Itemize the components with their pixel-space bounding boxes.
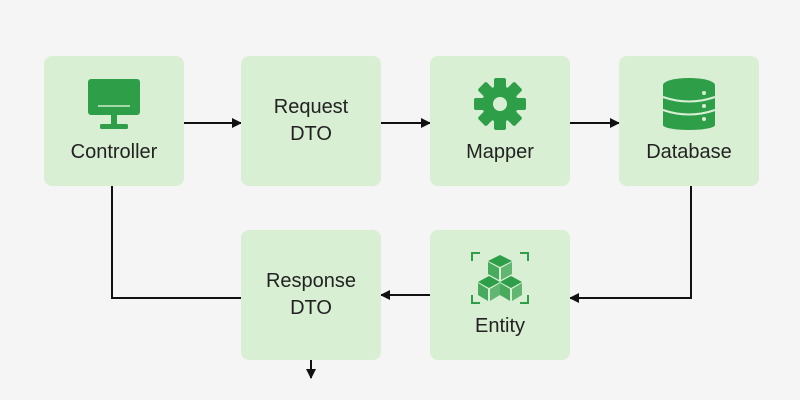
node-entity-label: Entity	[474, 314, 526, 337]
node-database: Database	[619, 56, 759, 186]
database-icon	[662, 77, 716, 130]
node-mapper-label: Mapper	[466, 140, 534, 163]
node-request-dto-label-line2: DTO	[290, 123, 332, 145]
edge-controller-response	[111, 186, 241, 299]
monitor-icon	[88, 78, 140, 129]
node-request-dto-label: Request DTO	[274, 94, 349, 148]
node-request-dto-label-line1: Request	[273, 96, 349, 118]
node-response-dto-label: Response DTO	[266, 268, 356, 322]
node-response-dto-label-line1: Response	[265, 270, 357, 292]
node-response-dto: Response DTO	[241, 230, 381, 360]
gear-icon	[474, 77, 526, 130]
node-response-dto-label-line2: DTO	[290, 297, 332, 319]
node-controller: Controller	[44, 56, 184, 186]
edge-database-entity	[569, 186, 692, 303]
cubes-icon	[471, 251, 529, 304]
node-request-dto: Request DTO	[241, 56, 381, 186]
node-database-label: Database	[646, 140, 732, 163]
node-mapper: Mapper	[430, 56, 570, 186]
node-entity: Entity	[430, 230, 570, 360]
node-controller-label: Controller	[70, 140, 158, 163]
